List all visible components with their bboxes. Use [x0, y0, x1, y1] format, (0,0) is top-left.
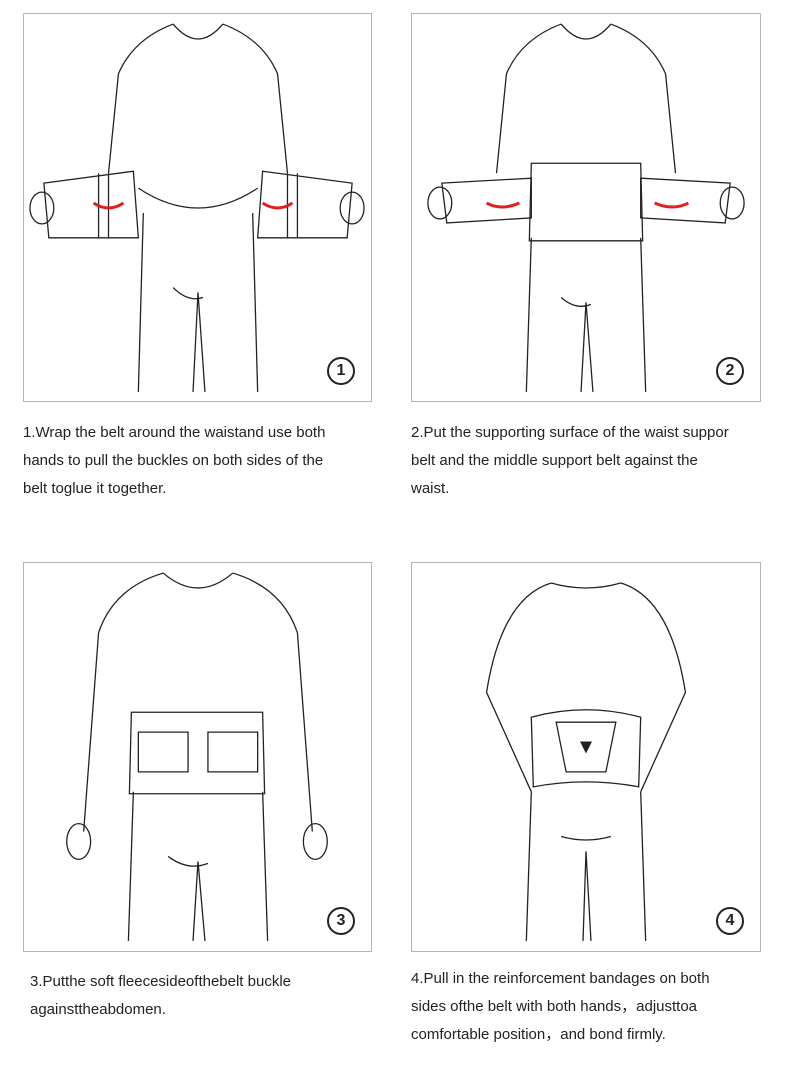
- step-number-badge: 1: [327, 357, 355, 385]
- caption-line: hands to pull the buckles on both sides …: [23, 452, 324, 469]
- person-wrapping-belt-figure: [29, 23, 365, 392]
- step-number-badge: 3: [327, 907, 355, 935]
- caption-line: 2.Put the supporting surface of the wais…: [411, 424, 729, 441]
- step-1-caption: 1.Wrap the belt around the waistand use …: [23, 419, 325, 503]
- caption-line: 4.Pull in the reinforcement bandages on …: [411, 970, 710, 987]
- caption-line: sides ofthe belt with both hands，adjustt…: [411, 998, 698, 1015]
- caption-line: belt toglue it together.: [23, 480, 167, 497]
- caption-line: comfortable position，and bond firmly.: [411, 1026, 666, 1043]
- step-number-badge: 2: [716, 357, 744, 385]
- step-4-caption: 4.Pull in the reinforcement bandages on …: [411, 965, 710, 1049]
- person-back-belt-figure: [485, 582, 687, 941]
- step-2-illustration: 2: [411, 13, 761, 402]
- step-2-caption: 2.Put the supporting surface of the wais…: [411, 419, 729, 503]
- step-3-illustration: 3: [23, 562, 372, 952]
- step-3-caption: 3.Putthe soft fleecesideofthebelt buckle…: [30, 968, 291, 1024]
- caption-line: 3.Putthe soft fleecesideofthebelt buckle: [30, 973, 292, 990]
- person-belt-fastened-figure: [66, 572, 328, 941]
- caption-line: 1.Wrap the belt around the waistand use …: [23, 424, 326, 441]
- person-front-belt-figure: [427, 23, 745, 392]
- step-number-badge: 4: [716, 907, 744, 935]
- caption-line: belt and the middle support belt against…: [411, 452, 698, 469]
- step-1-illustration: 1: [23, 13, 372, 402]
- caption-line: waist.: [411, 480, 450, 497]
- step-4-illustration: 4: [411, 562, 761, 952]
- caption-line: againsttheabdomen.: [30, 1001, 166, 1018]
